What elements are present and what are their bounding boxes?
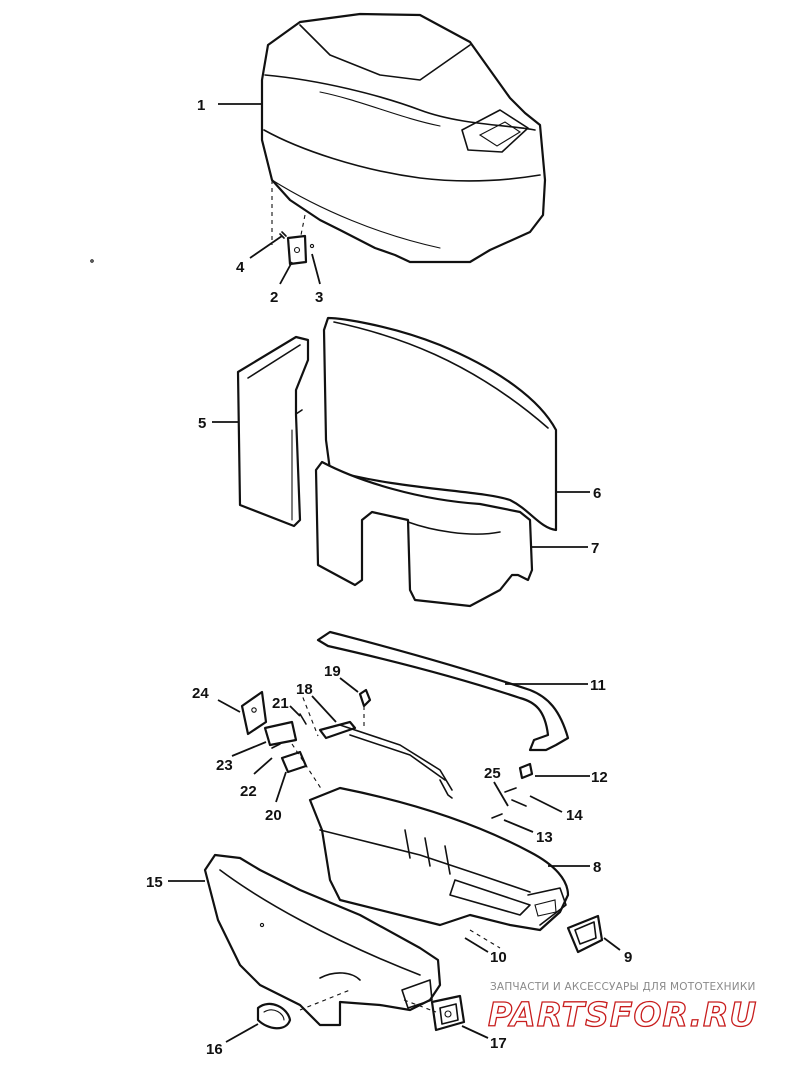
callout-3: 3 (315, 289, 323, 306)
front-lower-cowl-part (203, 853, 442, 1027)
callout-5: 5 (198, 415, 206, 432)
callout-9: 9 (624, 949, 632, 966)
callout-13: 13 (536, 829, 553, 846)
grommet-17-part (430, 994, 466, 1032)
callout-8: 8 (593, 859, 601, 876)
top-cowl-part (260, 12, 547, 264)
callout-10: 10 (490, 949, 507, 966)
callout-4: 4 (236, 259, 245, 276)
callout-19: 19 (324, 663, 341, 680)
callout-25: 25 (484, 765, 501, 782)
callout-6: 6 (593, 485, 601, 502)
callout-17: 17 (490, 1035, 507, 1052)
seal-strip-part (316, 630, 570, 752)
assembly-dash-lines (291, 689, 501, 1013)
callout-7: 7 (591, 540, 599, 557)
callout-24: 24 (192, 685, 209, 702)
callout-22: 22 (240, 783, 257, 800)
callout-12: 12 (591, 769, 608, 786)
callout-23: 23 (216, 757, 233, 774)
callout-16: 16 (206, 1041, 223, 1058)
callout-2: 2 (270, 289, 278, 306)
bottom-panel-part (314, 460, 534, 608)
grommet-16-part (256, 1002, 292, 1030)
callout-20: 20 (265, 807, 282, 824)
leader-lines (168, 103, 621, 1043)
watermark-brand: PARTSFOR.RU (488, 995, 757, 1034)
watermark-subtitle: ЗАПЧАСТИ И АКСЕССУАРЫ ДЛЯ МОТОТЕХНИКИ (490, 981, 756, 993)
callout-labels: 1 2 3 4 5 6 7 8 9 10 11 12 13 14 15 16 1… (146, 97, 632, 1058)
callout-18: 18 (296, 681, 313, 698)
callout-15: 15 (146, 874, 163, 891)
back-panel-part (322, 316, 558, 532)
watermark: ЗАПЧАСТИ И АКСЕССУАРЫ ДЛЯ МОТОТЕХНИКИ PA… (487, 981, 757, 1035)
side-panel-part (236, 335, 310, 528)
lower-cowl-part (308, 786, 570, 932)
callout-1: 1 (197, 97, 205, 114)
callout-14: 14 (566, 807, 583, 824)
callout-21: 21 (272, 695, 289, 712)
callout-11: 11 (590, 677, 606, 694)
grommet-9-part (566, 914, 604, 954)
latch-linkage-parts (240, 688, 534, 819)
